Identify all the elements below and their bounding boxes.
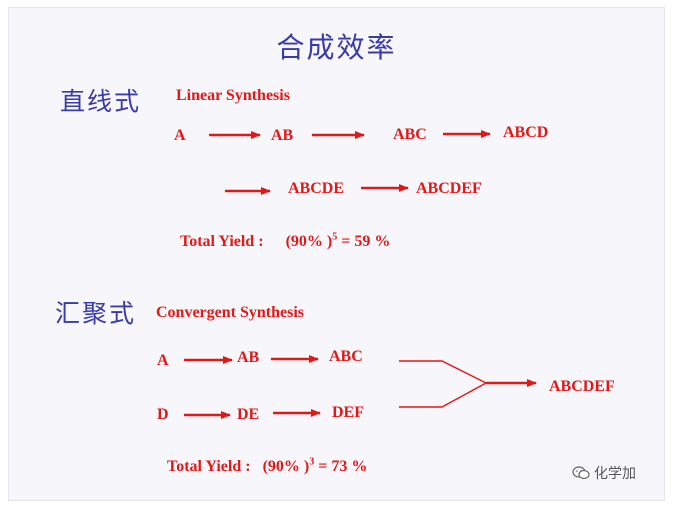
- linear-yield-base: (90% ): [285, 233, 333, 250]
- merge-line-top: [399, 360, 487, 384]
- linear-yield-label: Total Yield :: [180, 233, 264, 250]
- wechat-icon: [572, 466, 590, 480]
- convergent-en-label: Convergent Synthesis: [156, 304, 305, 321]
- linear-node-abcde: ABCDE: [288, 180, 345, 197]
- convergent-node-abc: ABC: [329, 348, 363, 365]
- watermark-text: 化学加: [594, 466, 636, 482]
- convergent-node-a: A: [157, 352, 169, 369]
- slide: [8, 7, 665, 501]
- linear-node-abcd: ABCD: [503, 124, 549, 141]
- slide-title: 合成效率: [276, 33, 397, 64]
- linear-yield-exponent: 5: [332, 231, 338, 243]
- convergent-yield: Total Yield : (90% )3 = 73 %: [167, 456, 368, 476]
- convergent-yield-base: (90% ): [262, 458, 310, 475]
- convergent-node-d: D: [157, 406, 169, 423]
- linear-yield: Total Yield : (90% )5 = 59 %: [180, 231, 391, 251]
- convergent-yield-result: = 73 %: [318, 458, 368, 475]
- linear-node-a: A: [174, 127, 186, 144]
- convergent-yield-label: Total Yield :: [167, 458, 251, 475]
- convergent-node-de: DE: [237, 406, 260, 423]
- linear-yield-result: = 59 %: [341, 233, 391, 250]
- convergent-node-def: DEF: [332, 404, 364, 421]
- convergent-cn-label: 汇聚式: [55, 301, 137, 328]
- linear-node-abcdef: ABCDEF: [416, 180, 482, 197]
- merge-line-bottom: [399, 382, 487, 408]
- convergent-yield-exponent: 3: [309, 456, 315, 468]
- linear-en-label: Linear Synthesis: [176, 87, 290, 104]
- linear-node-ab: AB: [271, 127, 294, 144]
- convergent-node-ab: AB: [237, 349, 260, 366]
- convergent-product: ABCDEF: [549, 378, 615, 395]
- linear-cn-label: 直线式: [60, 89, 142, 116]
- linear-node-abc: ABC: [393, 126, 427, 143]
- watermark: 化学加: [572, 463, 636, 483]
